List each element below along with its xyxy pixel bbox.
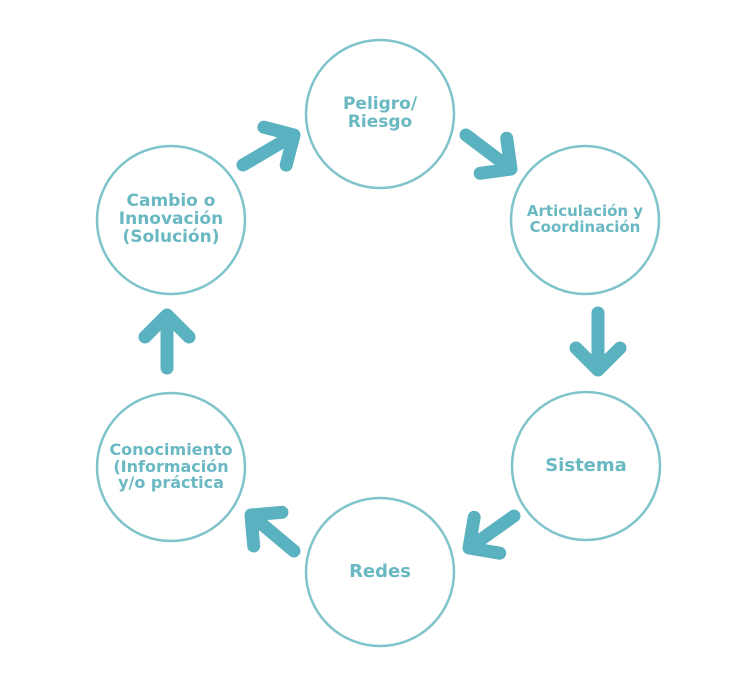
arrow-redes-to-conocimiento — [244, 505, 301, 558]
node-circle-articulacion — [509, 144, 661, 296]
node-circle-peligro-riesgo — [304, 38, 456, 190]
arrow-cambio-to-peligro-riesgo — [236, 120, 301, 172]
node-text-line: y/o práctica — [118, 473, 224, 493]
arrow-peligro-riesgo-to-articulacion — [459, 128, 518, 180]
node-text-line: Cambio o — [126, 191, 216, 212]
node-label-redes: Redes — [306, 498, 454, 646]
node-text-line: Articulación y — [526, 202, 644, 221]
node-label-sistema: Sistema — [512, 392, 660, 540]
node-text-line: Redes — [349, 560, 411, 582]
node-circle-redes — [304, 496, 456, 648]
node-circle-cambio — [95, 144, 247, 296]
node-text-line: Innovación — [118, 209, 224, 230]
arrow-conocimiento-to-cambio — [138, 308, 196, 375]
node-circle-conocimiento — [95, 391, 247, 543]
node-circle-sistema — [510, 390, 662, 542]
node-text-line: (Solución) — [122, 226, 220, 247]
node-label-peligro-riesgo: Peligro/Riesgo — [306, 40, 454, 188]
node-text-line: Coordinación — [529, 218, 641, 236]
node-text-line: Riesgo — [347, 112, 413, 132]
node-text-line: Conocimiento — [109, 439, 233, 459]
node-text-line: Sistema — [545, 454, 627, 476]
node-text-line: (Información — [113, 456, 229, 476]
arrow-articulacion-to-sistema — [569, 306, 627, 377]
node-text-line: Peligro/ — [342, 94, 418, 115]
arrow-sistema-to-redes — [462, 509, 521, 560]
